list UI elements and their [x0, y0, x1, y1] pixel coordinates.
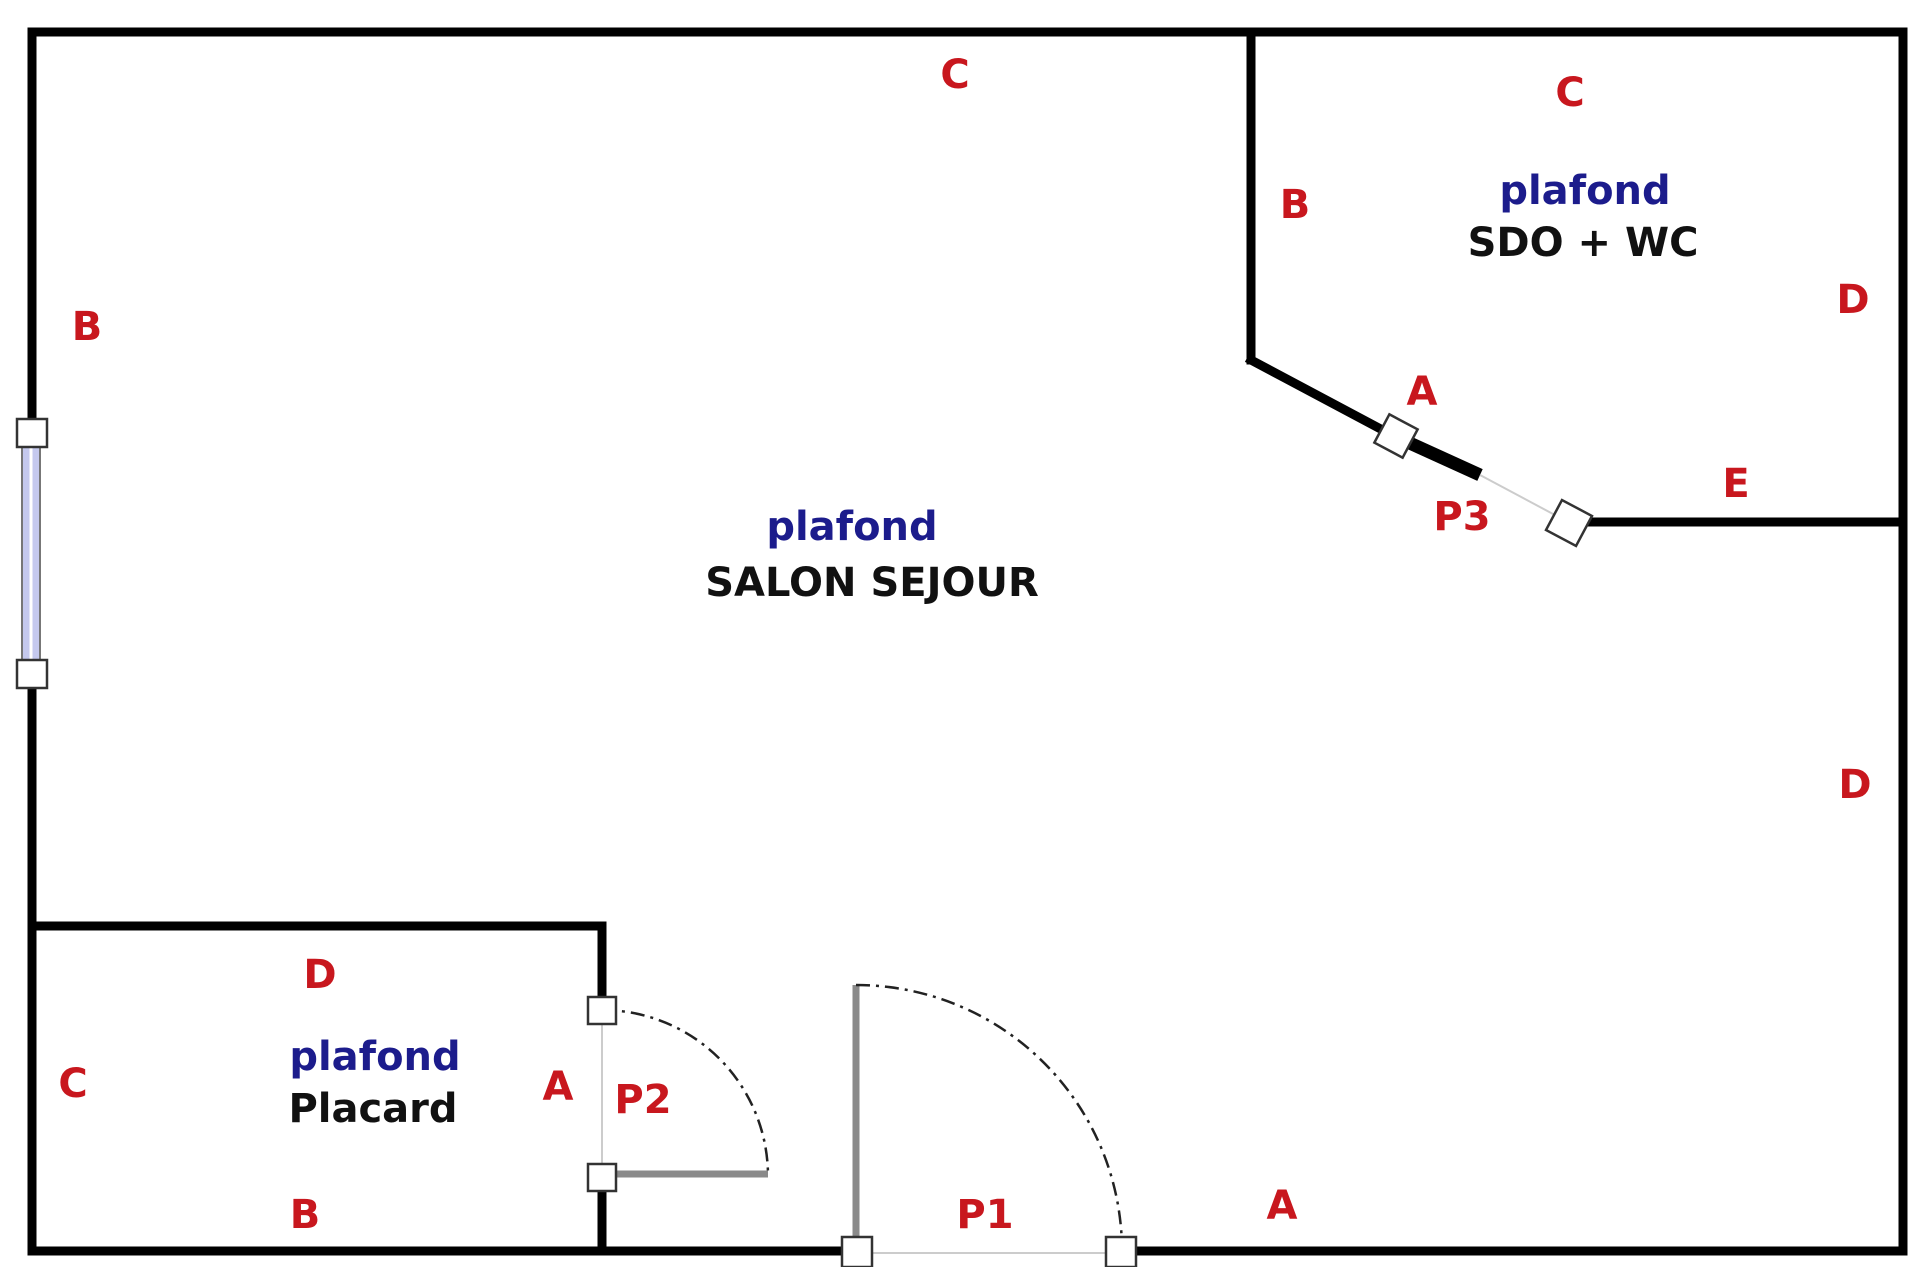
- wall-label-sdo-right: D: [1836, 277, 1869, 323]
- room-salon-title: plafond SALON SEJOUR: [705, 504, 1039, 606]
- wall-label-salon-right: D: [1838, 762, 1871, 808]
- placard-room-name: Placard: [288, 1086, 457, 1132]
- hinges: [15, 412, 1594, 1267]
- wall-label-placard-top: D: [303, 952, 336, 998]
- p1-hinge-right: [1104, 1235, 1138, 1267]
- p2-hinge-bottom: [586, 1162, 618, 1193]
- p3-hinge-right: [1544, 498, 1594, 548]
- wall-label-placard-left: C: [58, 1061, 87, 1107]
- salon-room-name: SALON SEJOUR: [705, 560, 1039, 606]
- door-p2: [601, 1008, 770, 1178]
- sdo-room-name: SDO + WC: [1468, 220, 1699, 266]
- wall-label-placard-bottom: B: [290, 1192, 321, 1238]
- room-sdo-title: plafond SDO + WC: [1468, 168, 1699, 266]
- wall-label-sdo-bottom: E: [1722, 461, 1749, 507]
- door-label-p3: P3: [1433, 494, 1490, 540]
- p3-hinge-left: [1372, 412, 1420, 460]
- outer-walls: [27, 27, 1908, 1256]
- door-p1: [852, 983, 1124, 1254]
- wall-label-salon-left: B: [72, 304, 103, 350]
- wall-label-sdo-diagonal: A: [1407, 369, 1438, 415]
- door-labels: P1 P2 P3: [614, 494, 1490, 1238]
- p2-hinge-top: [586, 995, 618, 1026]
- window-left: [21, 431, 41, 673]
- wall-letters: C B D A C B D A E D C A B: [58, 52, 1871, 1238]
- salon-ceiling-label: plafond: [766, 504, 937, 550]
- placard-ceiling-label: plafond: [289, 1034, 460, 1080]
- p1-hinge-left: [840, 1235, 874, 1267]
- door-label-p1: P1: [956, 1192, 1013, 1238]
- window-hinge-bottom: [15, 658, 49, 690]
- wall-label-salon-top: C: [940, 52, 969, 98]
- room-placard-title: plafond Placard: [288, 1034, 460, 1132]
- wall-label-sdo-left: B: [1280, 182, 1311, 228]
- door-label-p2: P2: [614, 1077, 671, 1123]
- sdo-ceiling-label: plafond: [1499, 168, 1670, 214]
- wall-label-sdo-top: C: [1555, 70, 1584, 116]
- wall-label-placard-right: A: [543, 1064, 574, 1110]
- wall-label-salon-bottom: A: [1267, 1183, 1298, 1229]
- window-hinge-top: [15, 417, 49, 449]
